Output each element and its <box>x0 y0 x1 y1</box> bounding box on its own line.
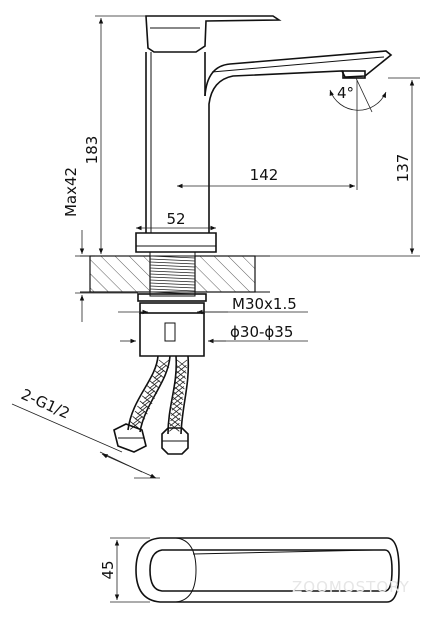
flexible-hose-right <box>161 355 190 455</box>
base-flange <box>135 232 217 253</box>
flexible-hose-left <box>113 355 171 453</box>
mounting-nut <box>137 293 207 357</box>
dim-spout-reach: 142 <box>177 80 358 190</box>
dim-base-width: 52 <box>136 210 216 231</box>
dim-thread-label: M30x1.5 <box>232 295 297 313</box>
dim-max-deck: Max42 <box>62 167 138 322</box>
aerator <box>342 70 366 79</box>
deck-section <box>80 255 270 293</box>
dim-hole: ϕ30-ϕ35 <box>120 323 308 344</box>
dim-hole-label: ϕ30-ϕ35 <box>230 323 293 341</box>
dim-angle-label: 4° <box>337 84 354 102</box>
column <box>145 52 206 233</box>
dim-45-label: 45 <box>99 560 117 579</box>
dim-137-label: 137 <box>394 154 412 183</box>
handle-top-view <box>135 537 400 603</box>
dim-52-label: 52 <box>166 210 185 228</box>
dim-total-height: 183 <box>83 15 146 257</box>
faucet-body <box>135 15 393 253</box>
dim-183-label: 183 <box>83 136 101 165</box>
dim-142-label: 142 <box>250 166 279 184</box>
dim-max42-label: Max42 <box>62 167 80 217</box>
dim-thread: M30x1.5 <box>118 295 308 315</box>
dim-angle: 4° <box>329 77 387 113</box>
watermark: ZOOMOSTORY <box>292 578 410 596</box>
threaded-shank <box>149 251 196 297</box>
handle-lever <box>145 15 282 53</box>
dim-handle-width: 45 <box>99 537 150 603</box>
spout <box>204 50 393 233</box>
dim-spout-height: 137 <box>255 77 420 257</box>
dim-connection-label: 2-G1/2 <box>18 385 72 422</box>
